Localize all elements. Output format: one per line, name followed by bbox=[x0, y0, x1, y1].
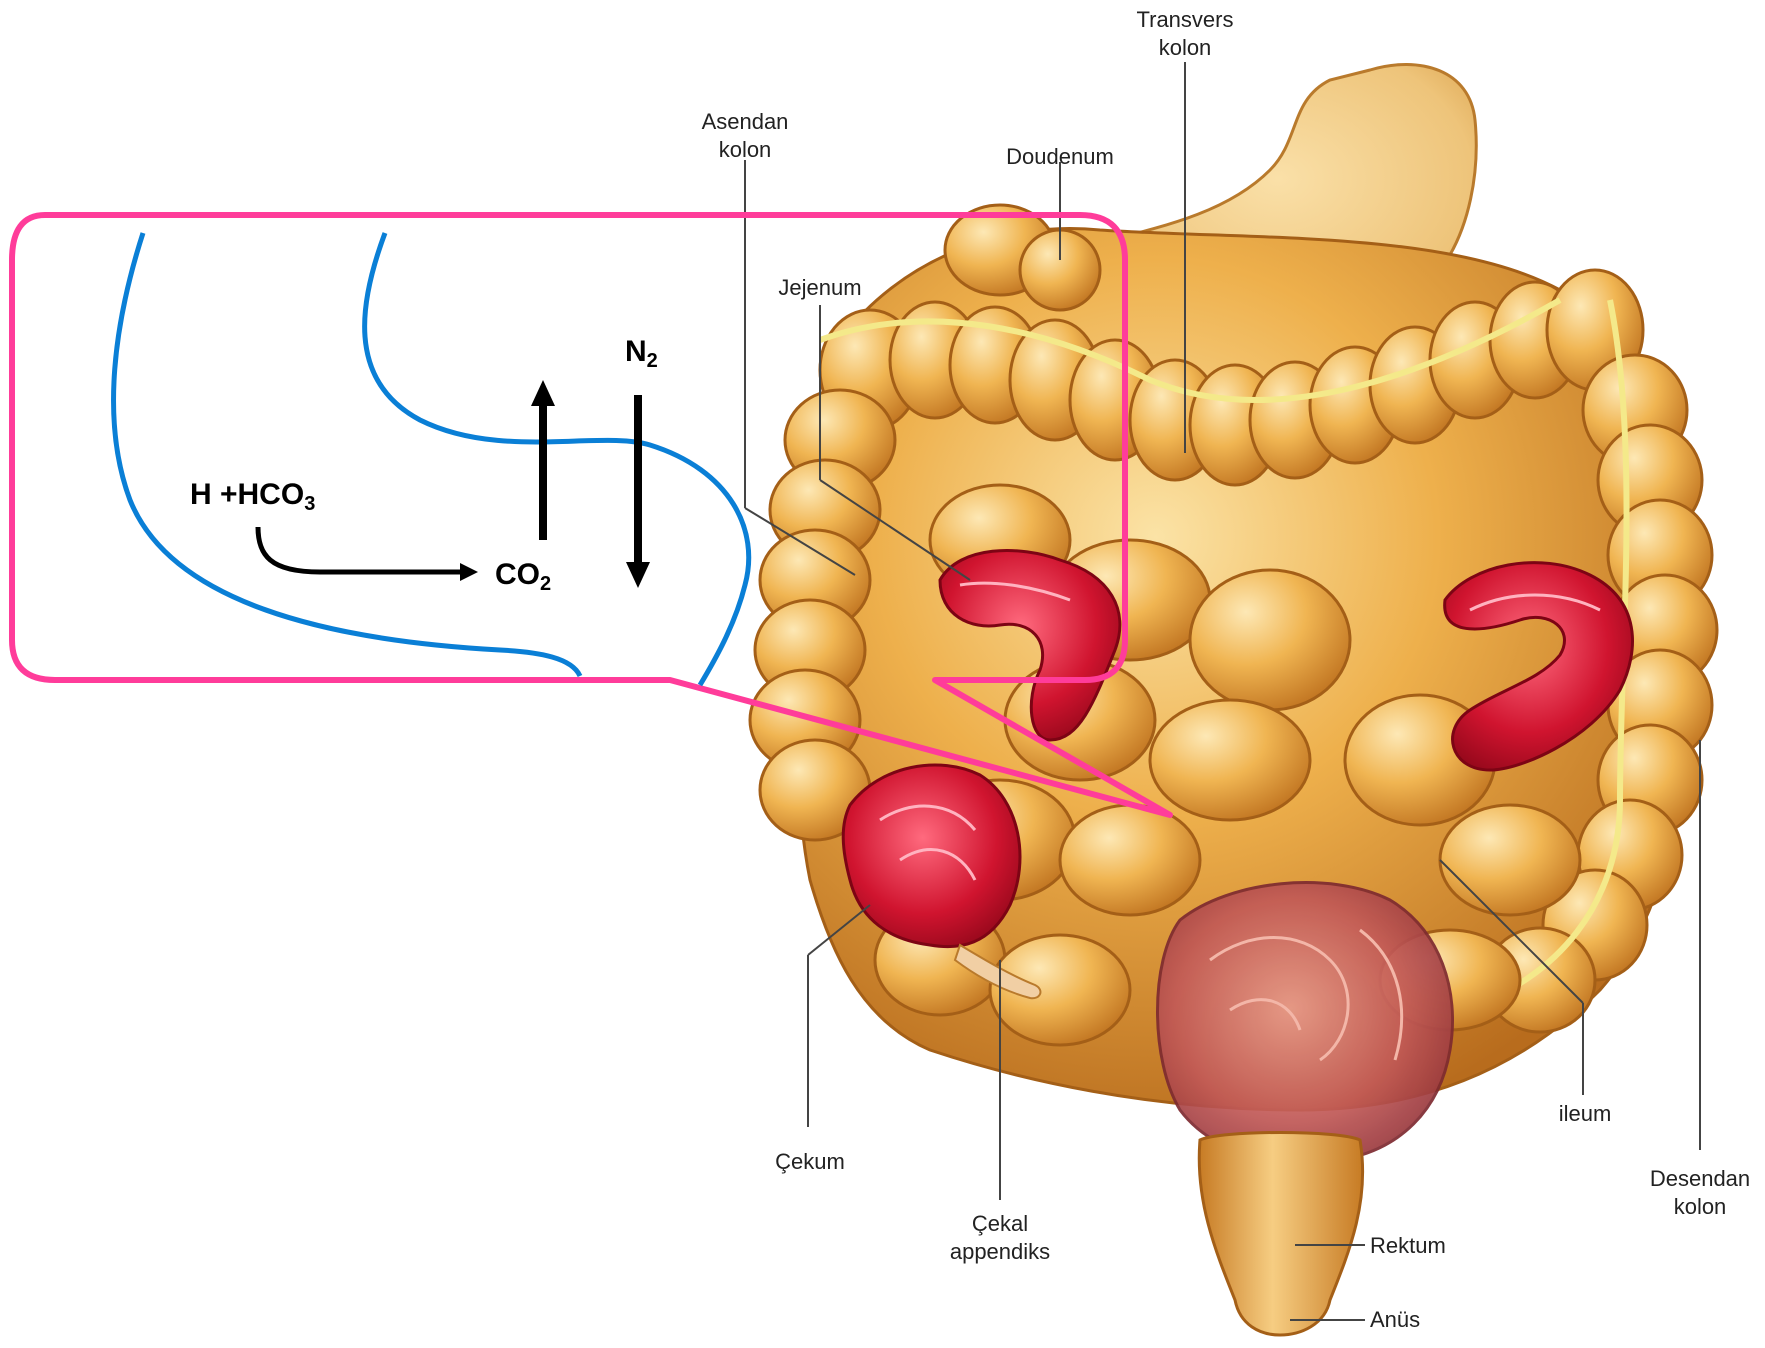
n2-down-arrowhead bbox=[626, 562, 650, 588]
label-rektum-text: Rektum bbox=[1370, 1232, 1460, 1260]
product-formula: CO2 bbox=[495, 558, 551, 592]
reactant-formula: H +HCO3 bbox=[190, 478, 315, 512]
gas-subscript: 2 bbox=[647, 350, 658, 372]
label-desendan-line1: Desendan bbox=[1645, 1165, 1755, 1193]
label-cekum-text: Çekum bbox=[760, 1148, 860, 1176]
label-doudenum: Doudenum bbox=[1000, 143, 1120, 171]
label-desendan-kolon: Desendan kolon bbox=[1645, 1165, 1755, 1221]
label-asendan-line1: Asendan bbox=[695, 108, 795, 136]
membrane-left bbox=[114, 233, 580, 676]
label-cekal-line1: Çekal bbox=[935, 1210, 1065, 1238]
label-jejenum: Jejenum bbox=[765, 274, 875, 302]
label-jejenum-text: Jejenum bbox=[765, 274, 875, 302]
label-asendan-kolon: Asendan kolon bbox=[695, 108, 795, 164]
label-doudenum-text: Doudenum bbox=[1000, 143, 1120, 171]
label-transvers-kolon: Transvers kolon bbox=[1130, 6, 1240, 62]
intestine-illustration bbox=[750, 64, 1717, 1335]
product-text: CO bbox=[495, 558, 540, 591]
label-transvers-line1: Transvers bbox=[1130, 6, 1240, 34]
label-desendan-line2: kolon bbox=[1645, 1193, 1755, 1221]
gas-text: N bbox=[625, 335, 647, 368]
reactant-subscript: 3 bbox=[304, 493, 315, 515]
label-anus-text: Anüs bbox=[1370, 1306, 1450, 1334]
membrane-right bbox=[365, 233, 749, 685]
reactant-text: H +HCO bbox=[190, 478, 304, 511]
reaction-arrowhead bbox=[460, 563, 478, 581]
label-ileum: ileum bbox=[1545, 1100, 1625, 1128]
label-transvers-line2: kolon bbox=[1130, 34, 1240, 62]
reaction-arrow bbox=[258, 527, 465, 572]
label-anus: Anüs bbox=[1370, 1306, 1450, 1334]
pelvic-loops bbox=[1158, 883, 1453, 1163]
label-cekal-appendiks: Çekal appendiks bbox=[935, 1210, 1065, 1266]
product-subscript: 2 bbox=[540, 573, 551, 595]
rectum-shape bbox=[1199, 1133, 1362, 1336]
label-cekal-line2: appendiks bbox=[935, 1238, 1065, 1266]
gas-formula: N2 bbox=[625, 335, 658, 369]
label-rektum: Rektum bbox=[1370, 1232, 1460, 1260]
label-ileum-text: ileum bbox=[1545, 1100, 1625, 1128]
label-asendan-line2: kolon bbox=[695, 136, 795, 164]
co2-up-arrowhead bbox=[531, 380, 555, 406]
label-cekum: Çekum bbox=[760, 1148, 860, 1176]
